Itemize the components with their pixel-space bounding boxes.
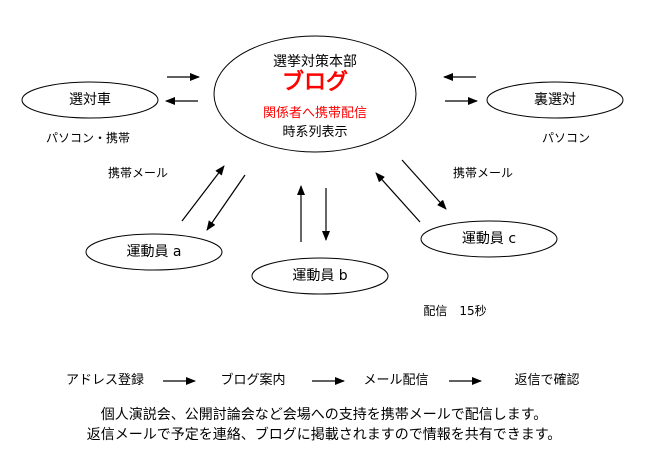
flow-step-3: メール配信 [363,373,429,388]
undoin-b-label: 運動員 b [292,268,348,284]
urasentai-node [486,81,624,119]
arrow-center-to-a [206,174,246,231]
senshasha-label: 選対車 [69,92,111,108]
center-note: 時系列表示 [282,125,348,140]
undoin-c-label: 運動員 c [461,231,517,247]
arrow-c-to-center [375,172,421,223]
flow-step-1: アドレス登録 [65,373,145,388]
arrow-center-to-c [401,159,447,210]
undoin-b-node [251,257,389,295]
senshasha-node [21,81,159,119]
flow-step-2: ブログ案内 [220,373,286,388]
center-node [213,35,417,153]
undoin-a-node [85,233,223,271]
center-blog-title: ブログ [281,70,349,95]
mail-right-label: 携帯メール [452,166,514,180]
arrow-a-to-center [181,165,225,222]
pc-label: パソコン [541,131,591,145]
delivery-label: 配信 15秒 [423,304,487,318]
center-title: 選挙対策本部 [273,54,357,70]
undoin-a-label: 運動員 a [126,244,182,260]
urasentai-label: 裏選対 [534,92,576,108]
mail-left-label: 携帯メール [107,166,169,180]
footer-line-2: 返信メールで予定を連絡、ブログに掲載されますので情報を共有できます。 [86,427,562,443]
pc-mobile-label: パソコン・携帯 [45,131,131,145]
flow-step-4: 返信で確認 [514,373,580,388]
undoin-c-node [420,220,558,258]
center-subtitle: 関係者へ携帯配信 [262,106,368,121]
footer-line-1: 個人演説会、公開討論会など会場への支持を携帯メールで配信します。 [100,407,548,423]
